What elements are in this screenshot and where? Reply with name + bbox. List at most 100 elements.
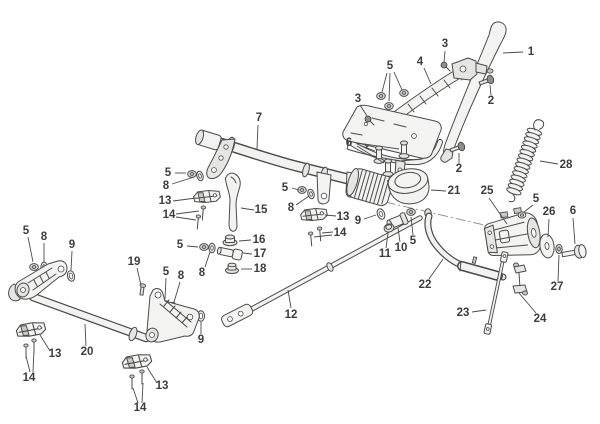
callout-3: 3 (355, 93, 368, 117)
part-torque-shaft (195, 129, 394, 207)
part-number-label: 11 (379, 248, 392, 260)
callout-8: 8 (163, 176, 195, 192)
callout-25: 25 (481, 185, 508, 225)
nut-18 (225, 262, 239, 274)
part-number-label: 27 (551, 281, 564, 293)
callout-5: 5 (410, 216, 417, 247)
part-number-label: 8 (163, 180, 170, 192)
callout-7: 7 (256, 112, 262, 150)
callout-8: 8 (288, 195, 310, 214)
part-number-label: 2 (488, 95, 494, 107)
callout-8: 8 (199, 251, 211, 279)
washer-9 (376, 208, 386, 220)
part-bracket-right (145, 288, 200, 343)
callout-14: 14 (163, 209, 200, 221)
callout-24: 24 (518, 292, 547, 325)
part-turnbuckle-24 (512, 262, 528, 296)
callout-5: 5 (381, 60, 403, 102)
callout-21: 21 (430, 185, 461, 197)
part-number-label: 5 (177, 239, 184, 251)
nut-5 (399, 89, 409, 97)
callout-23: 23 (457, 307, 487, 319)
bolt-6 (561, 244, 587, 259)
callout-6: 6 (346, 137, 400, 164)
part-number-label: 22 (419, 279, 432, 291)
callout-16: 16 (238, 234, 265, 246)
part-link-rod-23 (483, 251, 509, 335)
part-number-label: 17 (254, 248, 267, 260)
nut-27 (555, 244, 563, 254)
callout-5: 5 (177, 239, 199, 251)
callout-8: 8 (173, 270, 185, 303)
part-pedal-platform (342, 104, 443, 178)
part-number-label: 14 (163, 209, 176, 221)
callout-13: 13 (146, 366, 169, 392)
part-spring-28 (506, 119, 545, 203)
callout-5: 5 (282, 182, 300, 194)
part-number-label: 14 (134, 402, 147, 414)
callout-2: 2 (456, 153, 462, 175)
stud-6 (382, 158, 394, 177)
nut-5 (29, 263, 39, 271)
nut-16 (222, 234, 238, 247)
callout-5: 5 (23, 225, 34, 263)
part-number-label: 10 (395, 242, 408, 254)
pin-14 (194, 214, 202, 230)
part-number-label: 13 (49, 348, 62, 360)
nut-11 (383, 223, 395, 233)
part-axle-20 (28, 292, 151, 343)
part-number-label: 4 (417, 56, 424, 68)
callout-26: 26 (543, 206, 555, 238)
callout-18: 18 (241, 263, 267, 275)
part-number-label: 7 (256, 112, 262, 124)
callout-20: 20 (81, 323, 93, 358)
part-shift-arm-15 (225, 172, 241, 232)
callout-14: 14 (313, 227, 347, 239)
callout-12: 12 (285, 289, 298, 321)
callout-13: 13 (39, 334, 62, 360)
part-number-label: 3 (355, 93, 361, 105)
pin-14 (307, 231, 315, 247)
part-number-label: 13 (156, 380, 169, 392)
callout-28: 28 (539, 159, 573, 171)
callout-5: 5 (523, 193, 540, 213)
part-number-label: 8 (178, 270, 185, 282)
callout-3: 3 (442, 38, 448, 63)
pin-14 (199, 205, 207, 221)
part-number-label: 5 (533, 193, 540, 205)
callout-11: 11 (379, 232, 392, 260)
part-bent-rod-22 (424, 208, 507, 282)
callout-8: 8 (41, 231, 48, 262)
pin-14 (23, 343, 29, 359)
pin-14 (316, 226, 324, 242)
part-number-label: 21 (448, 185, 461, 197)
callout-5: 5 (165, 167, 186, 179)
part-number-label: 2 (456, 163, 462, 175)
part-number-label: 8 (288, 202, 295, 214)
part-number-label: 3 (442, 38, 448, 50)
callout-9: 9 (198, 322, 204, 346)
callout-4: 4 (417, 56, 432, 85)
nut-5 (517, 211, 527, 219)
part-number-label: 12 (285, 309, 298, 321)
callout-2: 2 (488, 84, 494, 107)
callout-17: 17 (242, 248, 267, 260)
part-number-label: 18 (254, 263, 267, 275)
callout-19: 19 (128, 256, 142, 286)
part-number-label: 25 (481, 185, 494, 197)
centerline-axis (367, 197, 498, 229)
clamp-13 (192, 186, 222, 207)
part-number-label: 23 (457, 307, 470, 319)
clamp-13 (299, 204, 329, 225)
washer-8 (208, 242, 216, 254)
nut-5 (406, 208, 416, 216)
callout-9: 9 (69, 239, 75, 271)
part-number-label: 9 (69, 239, 75, 251)
part-tie-rod-12 (221, 215, 423, 328)
part-number-label: 13 (337, 211, 350, 223)
callout-22: 22 (419, 258, 444, 291)
callout-15: 15 (240, 204, 268, 216)
